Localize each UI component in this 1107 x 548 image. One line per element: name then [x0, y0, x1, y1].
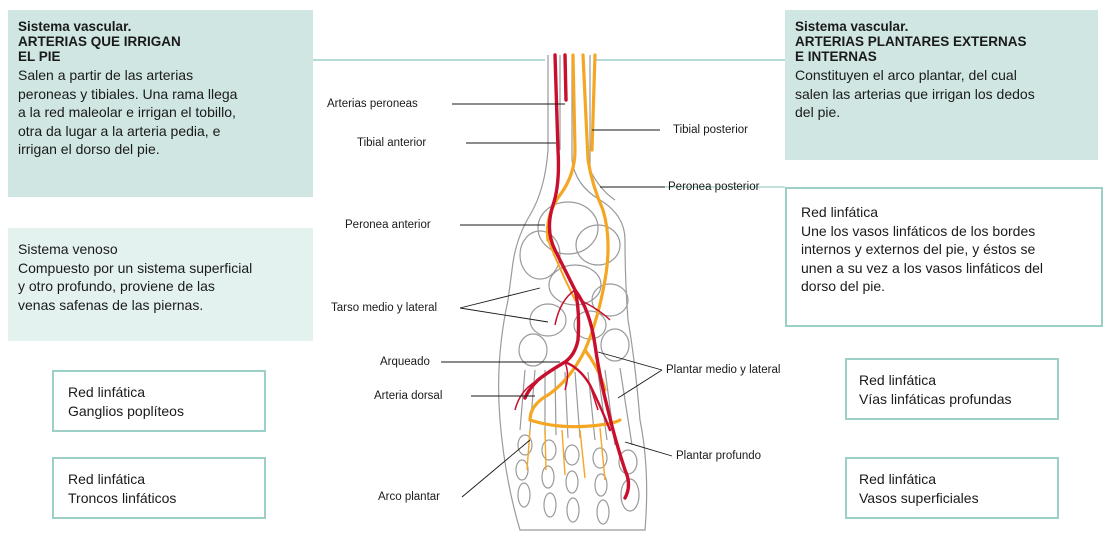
venous-system-box: Sistema venoso Compuesto por un sistema …: [8, 228, 313, 341]
box-text-line: salen las arterias que irrigan los dedos: [795, 85, 1088, 104]
box-text-line: a la red maleolar e irrigan el tobillo,: [18, 103, 303, 122]
box-text-line: Constituyen el arco plantar, del cual: [795, 66, 1088, 85]
box-text-line: Red linfática: [68, 470, 250, 489]
label-arterias-peroneas: Arterias peroneas: [327, 97, 418, 111]
popliteal-nodes-box: Red linfática Ganglios poplíteos: [52, 370, 266, 432]
box-text-line: Compuesto por un sistema superficial: [18, 259, 303, 278]
box-text-line: internos y externos del pie, y éstos se: [801, 240, 1087, 259]
box-title-line: Sistema vascular.: [795, 19, 1088, 34]
deep-lymphatic-box: Red linfática Vías linfáticas profundas: [845, 358, 1059, 420]
box-title-line: Sistema vascular.: [18, 19, 303, 34]
label-peronea-anterior: Peronea anterior: [345, 218, 431, 232]
box-text-line: irrigan el dorso del pie.: [18, 140, 303, 159]
box-text-line: Sistema venoso: [18, 240, 303, 259]
label-tibial-posterior: Tibial posterior: [673, 123, 748, 137]
superficial-vessels-box: Red linfática Vasos superficiales: [845, 457, 1059, 519]
box-text-line: del pie.: [795, 103, 1088, 122]
box-text-line: y otro profundo, proviene de las: [18, 277, 303, 296]
box-text-line: otra da lugar a la arteria pedia, e: [18, 122, 303, 141]
label-arteria-dorsal: Arteria dorsal: [374, 389, 442, 403]
box-text-line: Vías linfáticas profundas: [859, 390, 1045, 409]
label-arqueado: Arqueado: [380, 355, 430, 369]
label-tarso: Tarso medio y lateral: [331, 301, 437, 315]
label-plantar-medio: Plantar medio y lateral: [666, 363, 780, 377]
label-plantar-profundo: Plantar profundo: [676, 449, 761, 463]
box-text-line: Vasos superficiales: [859, 489, 1045, 508]
arteries: [525, 55, 629, 498]
veins: [530, 55, 620, 427]
box-text-line: Salen a partir de las arterias: [18, 66, 303, 85]
box-text-line: Red linfática: [859, 371, 1045, 390]
box-title-line: ARTERIAS PLANTARES EXTERNAS: [795, 34, 1088, 49]
tibia-outline: [572, 55, 625, 240]
box-text-line: dorso del pie.: [801, 277, 1087, 296]
box-text-line: Ganglios poplíteos: [68, 402, 250, 421]
box-text-line: Troncos linfáticos: [68, 489, 250, 508]
label-arco-plantar: Arco plantar: [378, 490, 440, 504]
fibula-outline: [508, 55, 548, 300]
box-title-line: EL PIE: [18, 49, 303, 64]
box-text-line: peroneas y tibiales. Una rama llega: [18, 85, 303, 104]
lymphatic-trunks-box: Red linfática Troncos linfáticos: [52, 457, 266, 519]
box-text-line: unen a su vez a los vasos linfáticos del: [801, 259, 1087, 278]
callout-lines: [441, 104, 785, 497]
label-peronea-posterior: Peronea posterior: [668, 180, 759, 194]
box-title-line: E INTERNAS: [795, 49, 1088, 64]
box-text-line: Red linfática: [68, 383, 250, 402]
plantar-arteries-box: Sistema vascular. ARTERIAS PLANTARES EXT…: [785, 10, 1098, 160]
lymphatic-network-box: Red linfática Une los vasos linfáticos d…: [785, 187, 1103, 327]
box-title-line: ARTERIAS QUE IRRIGAN: [18, 34, 303, 49]
box-text-line: Red linfática: [859, 470, 1045, 489]
box-text-line: venas safenas de las piernas.: [18, 296, 303, 315]
box-text-line: Red linfática: [801, 203, 1087, 222]
arteries-foot-box: Sistema vascular. ARTERIAS QUE IRRIGAN E…: [8, 10, 313, 197]
label-tibial-anterior: Tibial anterior: [357, 136, 426, 150]
box-text-line: Une los vasos linfáticos de los bordes: [801, 222, 1087, 241]
